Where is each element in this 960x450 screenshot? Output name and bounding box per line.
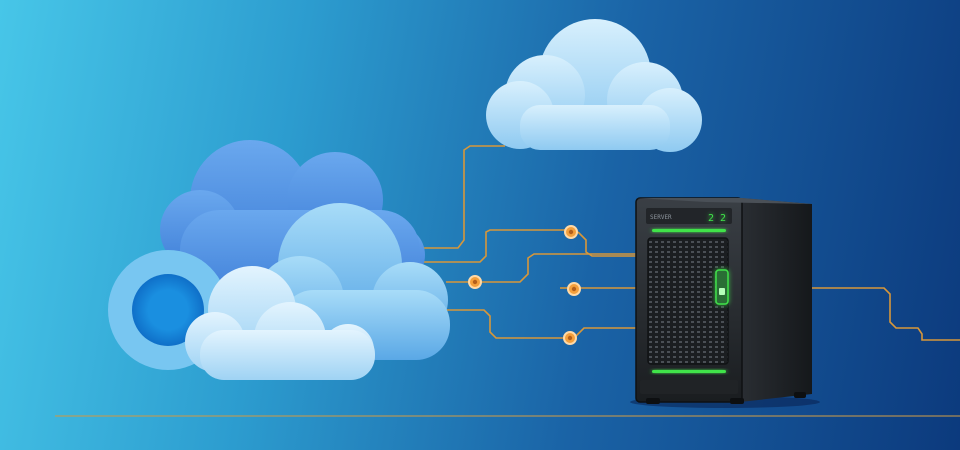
cloud-icon — [486, 19, 702, 152]
wire-to-top-cloud — [420, 145, 505, 249]
wire-node-1-server — [577, 231, 640, 257]
server-foot — [794, 392, 806, 398]
wire-node-4 — [446, 309, 564, 339]
server-handle — [715, 269, 729, 305]
wire-node-2-server — [481, 253, 640, 283]
server-display: 2 2 — [708, 213, 726, 224]
connector-nodes — [468, 225, 581, 345]
cloud-icon — [108, 140, 450, 380]
wire-node-4-server — [575, 327, 640, 337]
wire-server-out — [812, 287, 960, 341]
wire-node-1 — [420, 229, 568, 263]
server-status-light — [652, 370, 726, 373]
server-status-light — [652, 229, 726, 232]
server-label: SERVER — [650, 214, 672, 221]
server-foot — [730, 398, 744, 404]
circuit-wires — [420, 145, 960, 341]
server-icon: SERVER 2 2 — [630, 197, 820, 408]
server-foot — [646, 398, 660, 404]
